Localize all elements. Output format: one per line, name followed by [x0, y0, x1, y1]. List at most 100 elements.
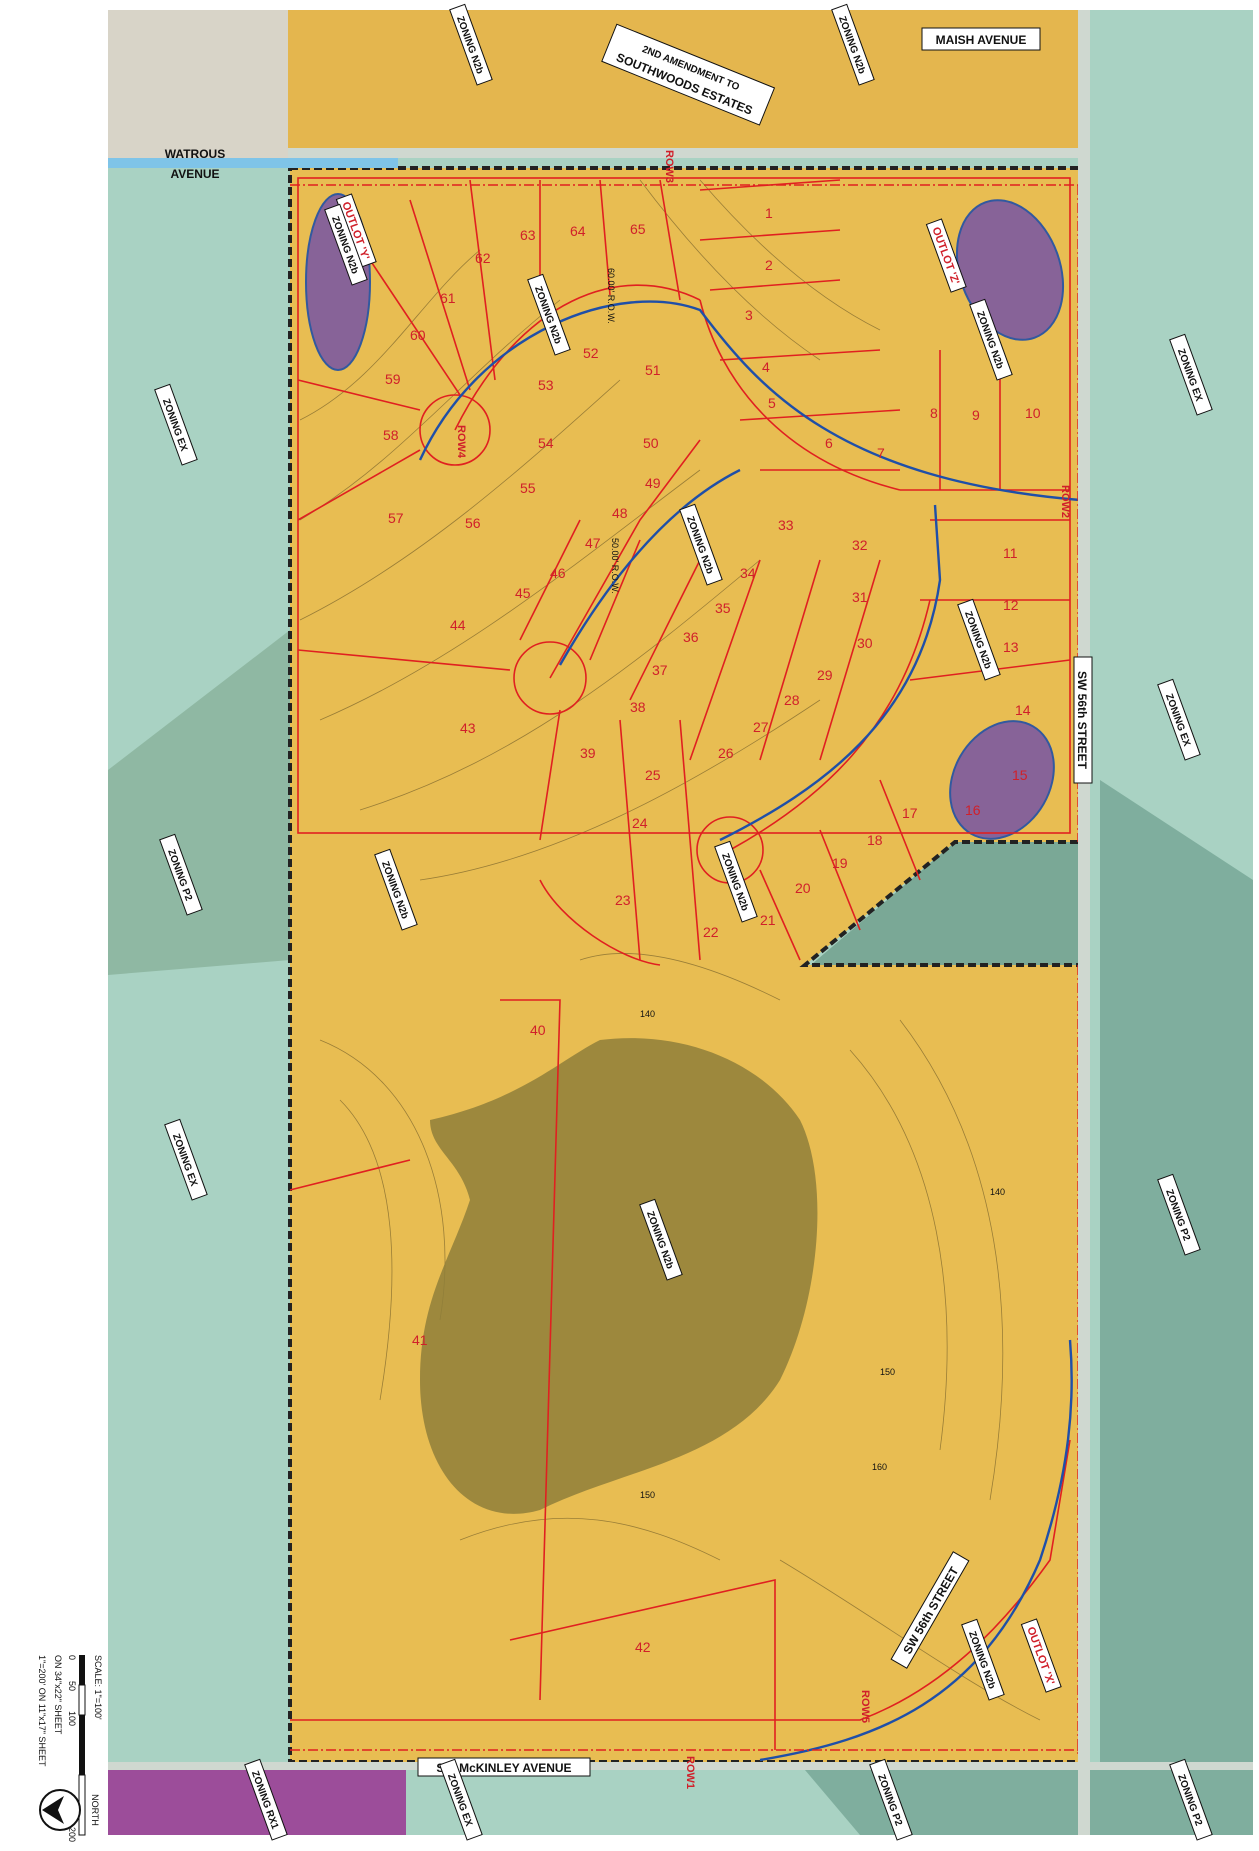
lot-number: 45 [515, 585, 531, 601]
watrous-label-line2: AVENUE [170, 167, 219, 181]
lot-number: 53 [538, 377, 554, 393]
lot-number: 52 [583, 345, 599, 361]
watrous-avenue-road [108, 158, 398, 168]
lot-number: 13 [1003, 639, 1019, 655]
lot-number: 31 [852, 589, 868, 605]
lot-number: 28 [784, 692, 800, 708]
lot-number: 4 [762, 359, 770, 375]
contour-value: 140 [990, 1187, 1005, 1197]
contour-value: 150 [640, 1490, 655, 1500]
lot-number: 17 [902, 805, 918, 821]
lot-number: 44 [450, 617, 466, 633]
north-label: NORTH [90, 1794, 100, 1826]
pond [420, 1038, 818, 1514]
row2-label: ROW2 [1059, 485, 1071, 518]
lot-number: 64 [570, 223, 586, 239]
lot-number: 47 [585, 535, 601, 551]
row4-label: ROW4 [455, 425, 467, 459]
zoning-p2-east [1100, 780, 1253, 1835]
lot-number: 54 [538, 435, 554, 451]
lot-number: 9 [972, 407, 980, 423]
lot-number: 59 [385, 371, 401, 387]
scale-text-line1: SCALE: 1"=100' [93, 1655, 103, 1720]
zoning-p2-middle [805, 842, 1085, 970]
watrous-label: WATROUS AVENUE [165, 147, 225, 181]
lot-lines [289, 177, 1071, 1750]
lot-number: 55 [520, 480, 536, 496]
lot-number: 49 [645, 475, 661, 491]
lot-number: 23 [615, 892, 631, 908]
lot-number: 7 [877, 445, 885, 461]
scale-bar: SCALE: 1"=100' 0 50 100 200 ON 34"x22" S… [37, 1655, 103, 1842]
lot-number: 27 [753, 719, 769, 735]
lot-number: 51 [645, 362, 661, 378]
lot-number: 1 [765, 205, 773, 221]
lot-number: 65 [630, 221, 646, 237]
lot-number: 42 [635, 1639, 651, 1655]
lot-number: 24 [632, 815, 648, 831]
lot-number: 38 [630, 699, 646, 715]
sw-56th-street-east-label: SW 56th STREET [1075, 671, 1089, 770]
lot-number: 22 [703, 924, 719, 940]
lot-number: 58 [383, 427, 399, 443]
lot-number: 18 [867, 832, 883, 848]
scale-tick: 0 [67, 1655, 77, 1660]
sw-56th-street-road [1078, 10, 1090, 1835]
lot-number: 29 [817, 667, 833, 683]
north-arrow: NORTH [39, 1789, 100, 1831]
lot-number: 3 [745, 307, 753, 323]
lot-number: 26 [718, 745, 734, 761]
lot-number: 10 [1025, 405, 1041, 421]
scale-tick: 200 [67, 1827, 77, 1842]
zoning-p2-west [108, 630, 290, 975]
lot-number: 62 [475, 250, 491, 266]
row-width-main: 60.00' R.O.W. [606, 268, 616, 324]
sw56-east-label: SW 56th STREET [1073, 656, 1093, 784]
lot-number: 19 [832, 855, 848, 871]
maish-avenue-label: MAISH AVENUE [936, 33, 1027, 47]
north-arrow-icon [39, 1789, 81, 1831]
lot-number: 34 [740, 565, 756, 581]
lot-number: 25 [645, 767, 661, 783]
lot-number: 32 [852, 537, 868, 553]
lot-number: 2 [765, 257, 773, 273]
scale-tick: 100 [67, 1711, 77, 1726]
lot-number: 35 [715, 600, 731, 616]
lot-number: 16 [965, 802, 981, 818]
scale-text-line2: ON 34"x22" SHEET [53, 1655, 63, 1735]
row1-label: ROW1 [684, 1756, 696, 1789]
row5-label: ROW5 [859, 1690, 871, 1723]
road-centerlines [418, 300, 1081, 1762]
lot-number: 41 [412, 1332, 428, 1348]
contour-value: 150 [880, 1367, 895, 1377]
lot-number: 30 [857, 635, 873, 651]
lot-number: 63 [520, 227, 536, 243]
watrous-label-line1: WATROUS [165, 147, 225, 161]
lot-number: 8 [930, 405, 938, 421]
lot-number: 61 [440, 290, 456, 306]
lot-number: 15 [1012, 767, 1028, 783]
lot-number: 14 [1015, 702, 1031, 718]
lot-number: 39 [580, 745, 596, 761]
lot-number: 46 [550, 565, 566, 581]
north-arrow-pointer [42, 1796, 64, 1824]
scale-text-line3: 1"=200' ON 11"x17" SHEET [37, 1655, 47, 1767]
row3-label: ROW3 [663, 150, 675, 183]
mckinley-label-box: SW McKINLEY AVENUE [417, 1757, 591, 1777]
contour-value: 140 [640, 1009, 655, 1019]
row-width-secondary: 50.00' R.O.W. [610, 538, 620, 594]
lot-number: 11 [1003, 545, 1018, 561]
scale-tick: 50 [67, 1681, 77, 1691]
lot-number: 50 [643, 435, 659, 451]
maish-label-box: MAISH AVENUE [921, 27, 1041, 51]
sw-mckinley-road [108, 1762, 1253, 1770]
lot-number: 57 [388, 510, 404, 526]
contour-value: 160 [872, 1462, 887, 1472]
mckinley-avenue-label: SW McKINLEY AVENUE [436, 1761, 571, 1775]
lot-number: 6 [825, 435, 833, 451]
lot-number: 43 [460, 720, 476, 736]
urban-aerial-block [108, 10, 288, 160]
lot-numbers: 1 2 3 4 5 6 7 8 9 10 11 12 13 14 15 16 1… [383, 205, 1041, 1655]
